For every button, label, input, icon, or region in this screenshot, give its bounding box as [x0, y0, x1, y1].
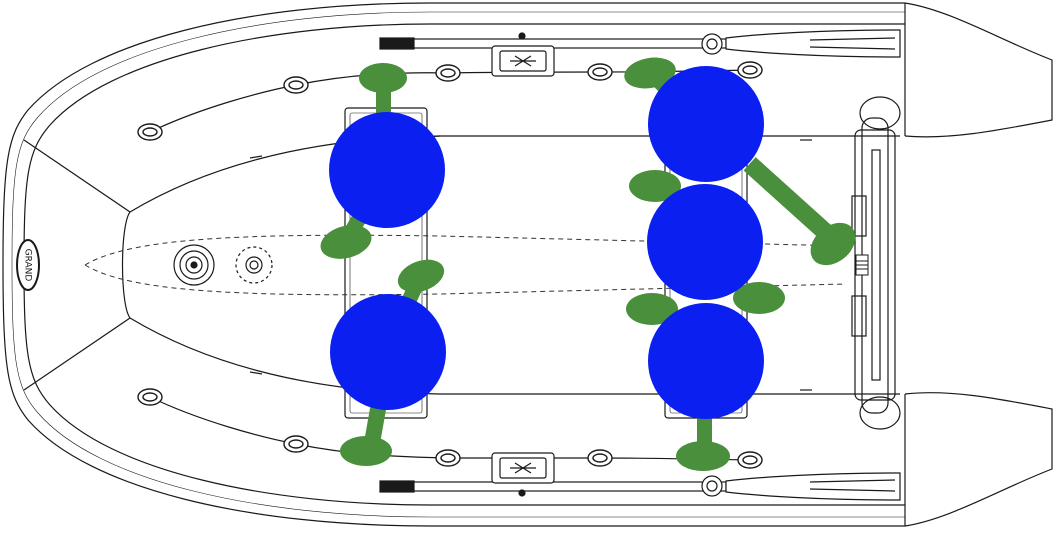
boat-hull [2, 2, 1053, 527]
person-front-bottom [330, 259, 446, 466]
person-head [648, 303, 764, 419]
brand-label: GRAND [23, 249, 33, 282]
person-foot [733, 282, 785, 314]
rope-ring [137, 123, 163, 141]
person-foot [810, 222, 856, 266]
rope-rings [137, 61, 763, 469]
person-leg [363, 401, 387, 451]
brand-logo: GRAND [16, 239, 40, 291]
person-rear-middle [629, 170, 785, 314]
person-rear-top [624, 57, 856, 266]
rope-ring [435, 449, 461, 467]
rope-ring [137, 388, 163, 406]
rope-ring [737, 61, 763, 79]
rope-ring [435, 64, 461, 82]
person-foot [629, 170, 681, 202]
person-foot [676, 441, 730, 471]
valve-secondary [235, 246, 273, 284]
person-head [330, 294, 446, 410]
person-head [648, 66, 764, 182]
rope-ring [283, 435, 309, 453]
rope-ring [283, 76, 309, 94]
person-leg [743, 157, 842, 248]
oar-lock-bottom [491, 452, 555, 497]
rope-ring [587, 449, 613, 467]
oar-lock-top [491, 32, 555, 77]
person-leg [376, 82, 391, 122]
rope-ring [737, 451, 763, 469]
person-head [647, 184, 763, 300]
rope-ring [587, 63, 613, 81]
person-foot [626, 293, 678, 325]
person-rear-bottom [626, 293, 764, 471]
valve-main [173, 244, 215, 286]
person-head [329, 112, 445, 228]
person-front-top [320, 63, 445, 259]
oar-bottom [379, 472, 901, 501]
drain-plug [855, 254, 869, 276]
oar-top [379, 29, 901, 58]
person-foot [359, 63, 407, 93]
